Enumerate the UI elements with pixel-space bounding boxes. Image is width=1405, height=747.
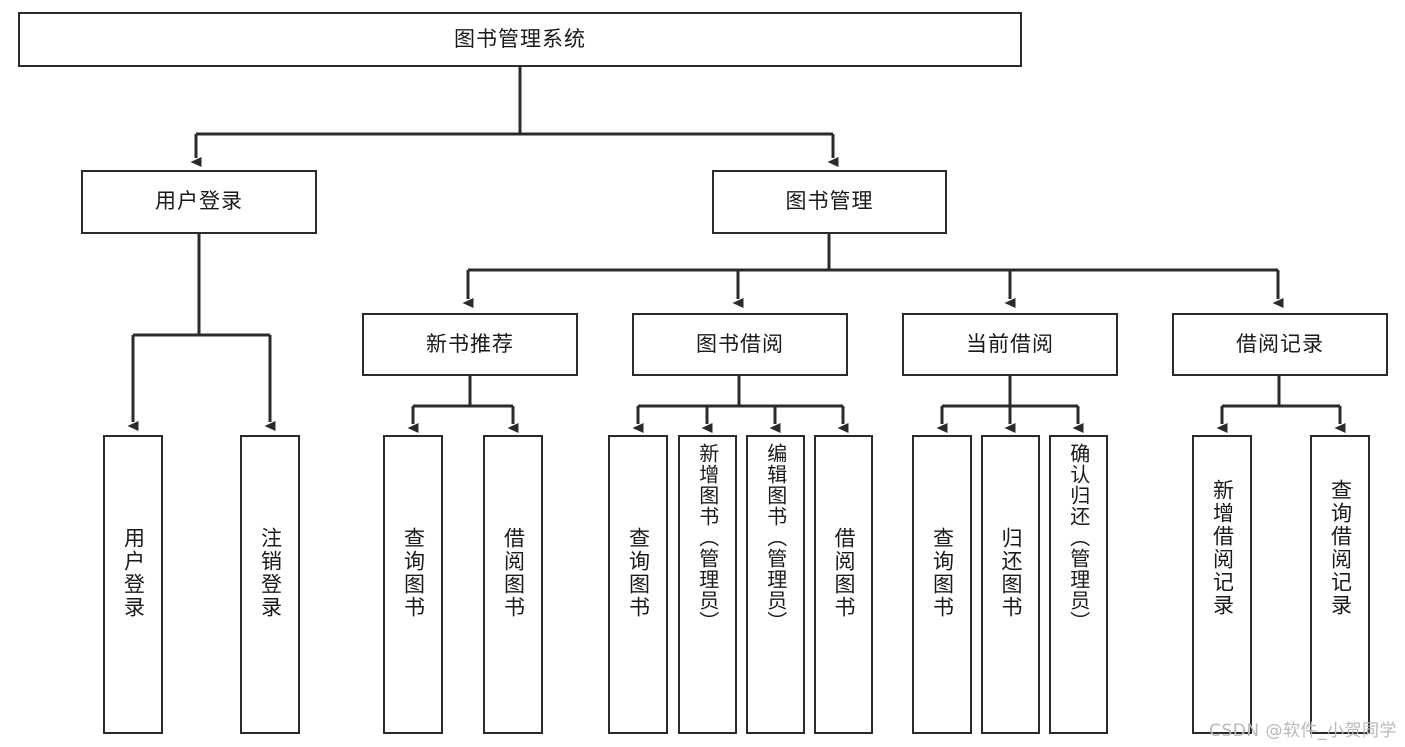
node-leaf-borrow-book-2[interactable]: 借阅图书 <box>814 435 873 734</box>
node-leaf-query-book-1[interactable]: 查询图书 <box>383 435 443 734</box>
node-leaf-confirm-return[interactable]: 确认归还（管理员） <box>1049 435 1108 734</box>
node-leaf-logout-login[interactable]: 注销登录 <box>240 435 300 734</box>
node-leaf-return-book-label: 归还图书 <box>998 527 1023 619</box>
node-leaf-query-book-2-label: 查询图书 <box>626 527 651 619</box>
node-leaf-query-book-3-label: 查询图书 <box>930 527 955 619</box>
node-current-borrow[interactable]: 当前借阅 <box>902 313 1118 376</box>
node-user-login[interactable]: 用户登录 <box>81 170 317 234</box>
node-book-borrow-label: 图书借阅 <box>696 331 784 356</box>
node-book-borrow[interactable]: 图书借阅 <box>632 313 848 376</box>
node-leaf-query-record[interactable]: 查询借阅记录 <box>1310 435 1370 734</box>
node-leaf-confirm-return-label: 确认归还（管理员） <box>1066 443 1091 632</box>
node-leaf-query-book-2[interactable]: 查询图书 <box>608 435 668 734</box>
watermark-text: CSDN @软件_小贺同学 <box>1209 721 1397 741</box>
node-borrow-record-label: 借阅记录 <box>1236 331 1324 356</box>
node-leaf-add-record[interactable]: 新增借阅记录 <box>1192 435 1252 734</box>
node-leaf-edit-book[interactable]: 编辑图书（管理员） <box>746 435 805 734</box>
node-leaf-borrow-book-2-label: 借阅图书 <box>831 527 856 619</box>
node-leaf-user-login[interactable]: 用户登录 <box>103 435 163 734</box>
node-leaf-query-record-label: 查询借阅记录 <box>1328 479 1353 617</box>
node-leaf-add-record-label: 新增借阅记录 <box>1210 479 1235 617</box>
node-user-login-label: 用户登录 <box>155 189 243 214</box>
node-current-borrow-label: 当前借阅 <box>966 331 1054 356</box>
node-leaf-user-login-label: 用户登录 <box>121 527 146 619</box>
node-leaf-edit-book-label: 编辑图书（管理员） <box>763 443 788 632</box>
node-book-manage-label: 图书管理 <box>785 189 874 214</box>
node-leaf-borrow-book-1[interactable]: 借阅图书 <box>483 435 543 734</box>
node-root-label: 图书管理系统 <box>454 26 586 51</box>
node-root[interactable]: 图书管理系统 <box>18 12 1022 67</box>
node-new-book-recommend-label: 新书推荐 <box>426 331 514 356</box>
node-leaf-add-book-label: 新增图书（管理员） <box>695 443 720 632</box>
node-borrow-record[interactable]: 借阅记录 <box>1172 313 1388 376</box>
node-book-manage[interactable]: 图书管理 <box>712 170 947 234</box>
node-leaf-query-book-1-label: 查询图书 <box>401 527 426 619</box>
node-leaf-add-book[interactable]: 新增图书（管理员） <box>678 435 737 734</box>
node-leaf-query-book-3[interactable]: 查询图书 <box>912 435 972 734</box>
node-leaf-logout-login-label: 注销登录 <box>258 527 283 619</box>
node-leaf-return-book[interactable]: 归还图书 <box>981 435 1040 734</box>
node-new-book-recommend[interactable]: 新书推荐 <box>362 313 578 376</box>
node-leaf-borrow-book-1-label: 借阅图书 <box>501 527 526 619</box>
